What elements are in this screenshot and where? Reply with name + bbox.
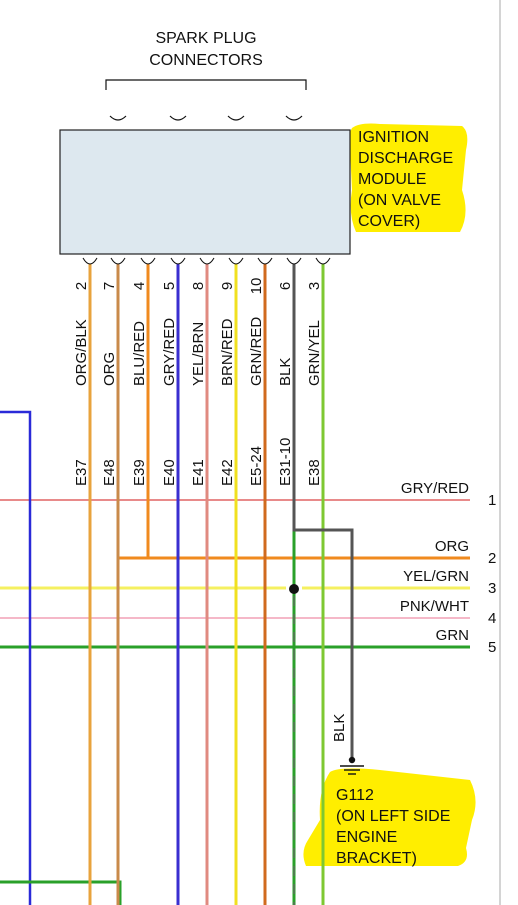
pin-number-5: 5 — [161, 282, 178, 290]
bus-number-4: 4 — [488, 610, 496, 627]
bus-number-1: 1 — [488, 492, 496, 509]
bus-label-1: GRY/RED — [401, 480, 469, 497]
ignition-discharge-module — [59, 129, 351, 255]
pin-wire-label-5: GRY/RED — [161, 318, 178, 386]
ground-wire-label: BLK — [331, 714, 348, 742]
blk-ground-wire — [292, 264, 354, 758]
bottom-green-wire — [0, 880, 122, 905]
ground-symbol-icon — [340, 756, 364, 775]
pin-wire-label-4: BLU/RED — [131, 321, 148, 386]
pin-number-4: 4 — [131, 282, 148, 290]
module-pin-cups — [82, 257, 331, 265]
spark-plug-connector-symbols — [109, 115, 303, 121]
module-label-highlight — [349, 123, 468, 232]
pin-cup-4 — [140, 257, 156, 265]
pin-circuit-label-5: E40 — [161, 459, 178, 486]
ground-label-line3: ENGINE — [336, 829, 397, 846]
pin-number-9: 9 — [219, 282, 236, 290]
module-label-line1: IGNITION — [358, 129, 429, 146]
pin-number-7: 7 — [101, 282, 118, 290]
pin-wire-label-9: BRN/RED — [219, 318, 236, 386]
pin-cup-10 — [257, 257, 273, 265]
pin-number-2: 2 — [73, 282, 90, 290]
spark-plug-connectors-title-line2: CONNECTORS — [149, 52, 263, 69]
bus-label-3: YEL/GRN — [403, 568, 469, 585]
module-label-line5: COVER) — [358, 213, 420, 230]
pin-circuit-label-9: E42 — [219, 459, 236, 486]
pin-wire-label-2: ORG/BLK — [73, 319, 90, 386]
pin-number-10: 10 — [248, 278, 265, 295]
module-label-line4: (ON VALVE — [358, 192, 441, 209]
splice-dot — [289, 584, 299, 594]
pin-circuit-label-7: E48 — [101, 459, 118, 486]
bus-number-3: 3 — [488, 580, 496, 597]
pin-number-8: 8 — [190, 282, 207, 290]
bus-label-5: GRN — [436, 627, 469, 644]
connectors-bracket — [105, 79, 307, 90]
pin-wire-label-3: GRN/YEL — [306, 320, 323, 386]
pin-cup-6 — [286, 257, 302, 265]
module-label-line3: MODULE — [358, 171, 426, 188]
pin-wire-label-7: ORG — [101, 352, 118, 386]
ground-label-line1: G112 — [336, 787, 374, 804]
pin-cup-8 — [199, 257, 215, 265]
module-label-line2: DISCHARGE — [358, 150, 453, 167]
pin-number-3: 3 — [306, 282, 323, 290]
pin-circuit-label-8: E41 — [190, 459, 207, 486]
spark-plug-connectors-title-line1: SPARK PLUG — [155, 30, 256, 47]
pin-cup-7 — [110, 257, 126, 265]
pin-cup-9 — [228, 257, 244, 265]
pin-circuit-label-6: E31-10 — [277, 438, 294, 486]
pin-circuit-label-4: E39 — [131, 459, 148, 486]
pin-number-6: 6 — [277, 282, 294, 290]
pin-wire-label-10: GRN/RED — [248, 317, 265, 386]
bus-number-5: 5 — [488, 639, 496, 656]
pin-wire-label-6: BLK — [277, 358, 294, 386]
bus-number-2: 2 — [488, 550, 496, 567]
pin-circuit-label-10: E5-24 — [248, 446, 265, 486]
pin-circuit-label-3: E38 — [306, 459, 323, 486]
ground-label-highlight — [303, 768, 476, 866]
left-blue-wire — [0, 410, 32, 905]
pin-cup-3 — [315, 257, 331, 265]
pin-circuit-label-2: E37 — [73, 459, 90, 486]
ground-label-line4: BRACKET) — [336, 850, 417, 867]
pin-cup-2 — [82, 257, 98, 265]
bus-label-4: PNK/WHT — [400, 598, 469, 615]
wires — [0, 264, 470, 905]
pin-wire-label-8: YEL/BRN — [190, 322, 207, 386]
bus-label-2: ORG — [435, 538, 469, 555]
pin-cup-5 — [170, 257, 186, 265]
ground-label-line2: (ON LEFT SIDE — [336, 808, 450, 825]
